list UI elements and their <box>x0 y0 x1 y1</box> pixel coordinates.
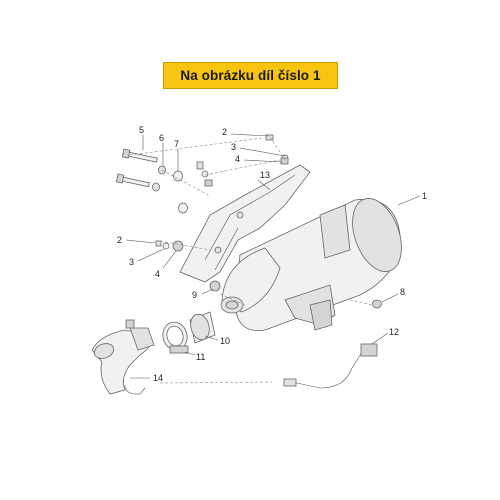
callout-8: 8 <box>381 287 405 303</box>
callout-2-left: 2 <box>117 235 156 245</box>
part-number-banner: Na obrázku díl číslo 1 <box>163 62 338 89</box>
washer-7-upper[interactable] <box>173 170 183 182</box>
nut-8[interactable] <box>372 299 382 309</box>
callout-12: 12 <box>371 327 399 345</box>
callout-14: 14 <box>130 373 163 383</box>
svg-text:3: 3 <box>129 257 134 267</box>
callout-9: 9 <box>192 288 214 300</box>
callout-4-left: 4 <box>155 250 177 279</box>
svg-text:8: 8 <box>400 287 405 297</box>
nut-4-top[interactable] <box>204 157 289 187</box>
svg-text:14: 14 <box>153 373 163 383</box>
svg-text:5: 5 <box>139 125 144 135</box>
callout-7: 7 <box>174 139 179 171</box>
callout-6: 6 <box>159 133 164 166</box>
svg-text:2: 2 <box>222 127 227 137</box>
nut-9[interactable] <box>209 280 221 292</box>
exhaust-manifold-14[interactable] <box>91 319 155 395</box>
svg-text:1: 1 <box>422 191 427 201</box>
svg-text:4: 4 <box>155 269 160 279</box>
callout-5: 5 <box>139 125 144 150</box>
callout-4-top: 4 <box>235 154 283 164</box>
svg-text:9: 9 <box>192 290 197 300</box>
callout-1: 1 <box>397 191 427 206</box>
inlet-cone[interactable] <box>220 247 281 314</box>
callout-10: 10 <box>204 335 230 346</box>
svg-text:7: 7 <box>174 139 179 149</box>
callout-3-top: 3 <box>231 142 286 157</box>
lambda-sensor-12[interactable] <box>283 343 378 389</box>
svg-text:6: 6 <box>159 133 164 143</box>
washer-3-top[interactable] <box>201 154 289 178</box>
svg-text:2: 2 <box>117 235 122 245</box>
screw-2-top[interactable] <box>196 134 274 170</box>
svg-text:11: 11 <box>196 352 205 362</box>
svg-text:10: 10 <box>220 336 230 346</box>
callout-3-left: 3 <box>129 248 165 267</box>
callout-13: 13 <box>257 170 271 191</box>
svg-text:3: 3 <box>231 142 236 152</box>
muffler-body-1[interactable] <box>234 192 411 332</box>
clamp-11[interactable] <box>160 319 190 354</box>
washer-3-left[interactable] <box>162 242 170 250</box>
gasket-10[interactable] <box>188 311 216 344</box>
svg-text:12: 12 <box>389 327 399 337</box>
bolt-5-lower[interactable] <box>115 173 150 188</box>
svg-text:13: 13 <box>260 170 270 180</box>
nut-4-left[interactable] <box>172 240 184 252</box>
heat-shield-bracket-13[interactable] <box>179 164 311 283</box>
washer-6-lower[interactable] <box>152 182 160 192</box>
callout-2-top: 2 <box>222 127 269 137</box>
bolt-5-upper[interactable] <box>121 148 158 163</box>
washer-7-lower[interactable] <box>178 202 188 214</box>
callout-11: 11 <box>184 351 205 362</box>
svg-text:4: 4 <box>235 154 240 164</box>
screw-2-left[interactable] <box>155 240 162 247</box>
